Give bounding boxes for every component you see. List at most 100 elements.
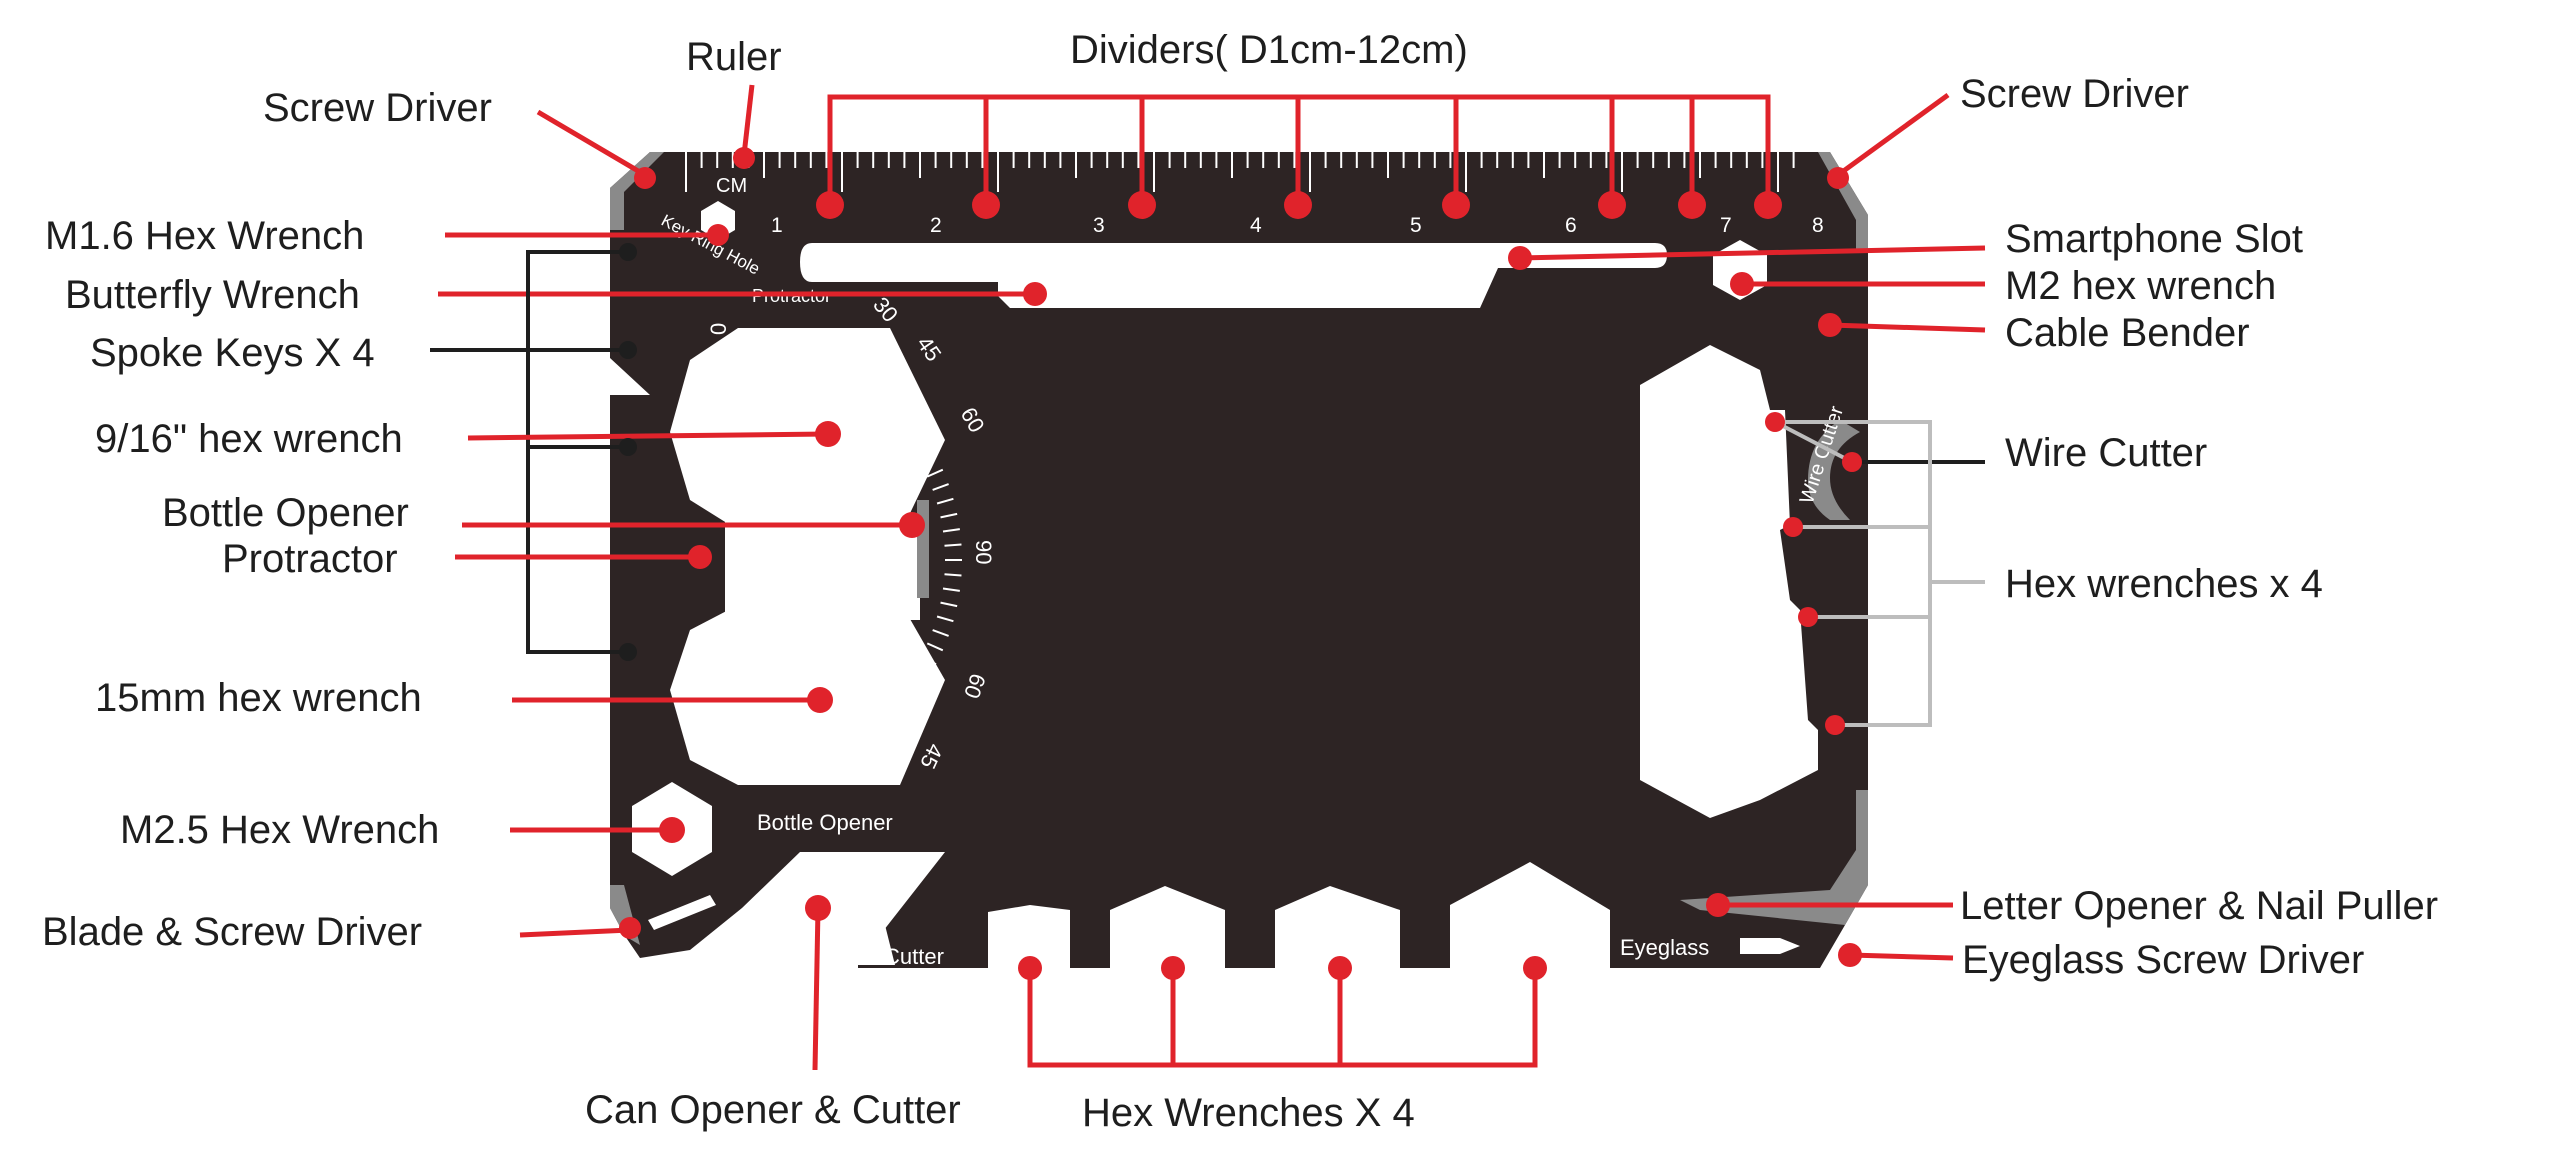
protractor-tick bbox=[841, 737, 852, 753]
hex-cutout-bridge bbox=[725, 520, 920, 620]
blade-slot bbox=[648, 895, 716, 930]
callout-dots bbox=[619, 147, 1862, 980]
screw-driver-right-label: Screw Driver bbox=[1960, 72, 2189, 116]
ruler-number: 4 bbox=[1250, 214, 1262, 237]
bottle-opener-dot bbox=[899, 512, 925, 538]
ruler-number: 7 bbox=[1720, 214, 1732, 237]
can-opener-label: Can Opener & Cutter bbox=[585, 1088, 961, 1132]
eyeglass-card-label: Eyeglass bbox=[1620, 935, 1709, 960]
blade-dot bbox=[619, 917, 641, 939]
hex-wrenches-right-bracket bbox=[1774, 420, 1985, 727]
protractor-tick bbox=[828, 360, 839, 377]
divider-dot bbox=[1442, 191, 1470, 219]
protractor-tick bbox=[942, 528, 960, 533]
ruler-label: Ruler bbox=[686, 35, 782, 79]
protractor-tick bbox=[896, 416, 911, 429]
hex-15mm-dot bbox=[807, 687, 833, 713]
hex-wrench-right-dot bbox=[1825, 715, 1845, 735]
hex-wrenches-right-label: Hex wrenches x 4 bbox=[2005, 562, 2323, 606]
eyeglass-driver-label: Eyeglass Screw Driver bbox=[1962, 938, 2364, 982]
m25-hex-label: M2.5 Hex Wrench bbox=[120, 808, 439, 852]
protractor-tick bbox=[926, 642, 944, 652]
protractor-tick bbox=[841, 367, 852, 383]
hex-15mm-cutout bbox=[670, 605, 945, 785]
divider-dot bbox=[1284, 191, 1312, 219]
hex-15mm-label: 15mm hex wrench bbox=[95, 676, 422, 720]
protractor-tick bbox=[932, 629, 949, 637]
leader-lines bbox=[430, 84, 1986, 1071]
blade-label: Blade & Screw Driver bbox=[42, 910, 422, 954]
hex-wrench-bottom-dot bbox=[1018, 956, 1042, 980]
cable-bender-leader bbox=[1829, 322, 1986, 333]
hex-916-leader bbox=[467, 431, 829, 441]
protractor-label: Protractor bbox=[222, 537, 398, 581]
spoke-key-dot bbox=[619, 341, 637, 359]
hex-wrench-bottom-dot bbox=[1161, 956, 1185, 980]
protractor-tick bbox=[853, 729, 865, 745]
protractor-tick bbox=[853, 375, 865, 391]
protractor-dot bbox=[688, 545, 712, 569]
protractor-tick bbox=[940, 601, 958, 608]
protractor-tick bbox=[828, 743, 839, 760]
smartphone-slot-leader bbox=[1519, 245, 1986, 261]
divider-dot bbox=[972, 191, 1000, 219]
protractor-tick bbox=[905, 679, 921, 692]
blade-leader bbox=[519, 927, 631, 938]
wire-cutter-dot bbox=[1842, 452, 1862, 472]
m25-hex-dot bbox=[659, 817, 685, 843]
protractor-tick bbox=[865, 384, 878, 400]
protractor-tick bbox=[926, 468, 944, 478]
cable-bender-label: Cable Bender bbox=[2005, 311, 2250, 355]
card-edge-top-right bbox=[1818, 152, 1868, 250]
hex-916-label: 9/16" hex wrench bbox=[95, 417, 403, 461]
smartphone-slot-dot bbox=[1508, 246, 1532, 270]
spoke-key-dot bbox=[619, 438, 637, 456]
screw-driver-left-label: Screw Driver bbox=[263, 86, 492, 130]
right-hex-cutout bbox=[1640, 345, 1818, 818]
ruler-number: 8 bbox=[1812, 214, 1824, 237]
ruler-number: 5 bbox=[1410, 214, 1422, 237]
divider-dot bbox=[1754, 191, 1782, 219]
protractor-tick bbox=[944, 543, 962, 547]
hex-wrench-right-dot bbox=[1798, 607, 1818, 627]
protractor-tick bbox=[913, 667, 929, 679]
hex-wrench-right-dot bbox=[1783, 517, 1803, 537]
hex-916-cutout bbox=[670, 328, 945, 530]
protractor-tick bbox=[944, 573, 962, 577]
hex-wrench-bottom-dot bbox=[1328, 956, 1352, 980]
cable-bender-dot bbox=[1818, 313, 1842, 337]
protractor-tick bbox=[905, 428, 921, 441]
protractor-tick bbox=[815, 749, 825, 767]
screw-driver-left-dot bbox=[634, 167, 656, 189]
dividers-label: Dividers( D1cm-12cm) bbox=[1070, 28, 1468, 72]
divider-dot bbox=[1128, 191, 1156, 219]
ruler-numbers: 1 2 3 4 5 6 7 8 bbox=[771, 214, 1824, 237]
spoke-key-dot bbox=[619, 243, 637, 261]
ruler-number: 1 bbox=[771, 214, 783, 237]
hex-wrench-bottom-dot bbox=[1523, 956, 1547, 980]
divider-dot bbox=[816, 191, 844, 219]
protractor-tick bbox=[896, 691, 911, 704]
hex-wrench-right-dot bbox=[1765, 412, 1785, 432]
screw-driver-right-leader bbox=[1836, 92, 1950, 178]
letter-opener-label: Letter Opener & Nail Puller bbox=[1960, 884, 2438, 928]
letter-opener-dot bbox=[1706, 893, 1730, 917]
eyeglass-screwdriver-slot bbox=[1740, 938, 1800, 954]
screw-driver-right-dot bbox=[1827, 167, 1849, 189]
smartphone-slot-label: Smartphone Slot bbox=[2005, 217, 2303, 261]
card-edge-top-left bbox=[610, 152, 664, 230]
protractor-tick-label: 0 bbox=[704, 760, 729, 772]
can-opener-slot bbox=[790, 852, 895, 965]
wire-cutter-label: Wire Cutter bbox=[2005, 431, 2207, 475]
protractor-tick bbox=[913, 441, 929, 453]
callout-labels: Ruler Dividers( D1cm-12cm) Screw Driver … bbox=[42, 28, 2438, 1135]
card-body bbox=[610, 152, 1868, 968]
protractor-scale-ticks bbox=[815, 353, 962, 767]
divider-dot bbox=[1678, 191, 1706, 219]
can-opener-dot bbox=[805, 895, 831, 921]
eyeglass-driver-leader bbox=[1849, 952, 1954, 961]
protractor-tick bbox=[936, 615, 954, 623]
dividers-bracket bbox=[827, 94, 1771, 205]
hex-wrenches-bottom-label: Hex Wrenches X 4 bbox=[1082, 1091, 1415, 1135]
